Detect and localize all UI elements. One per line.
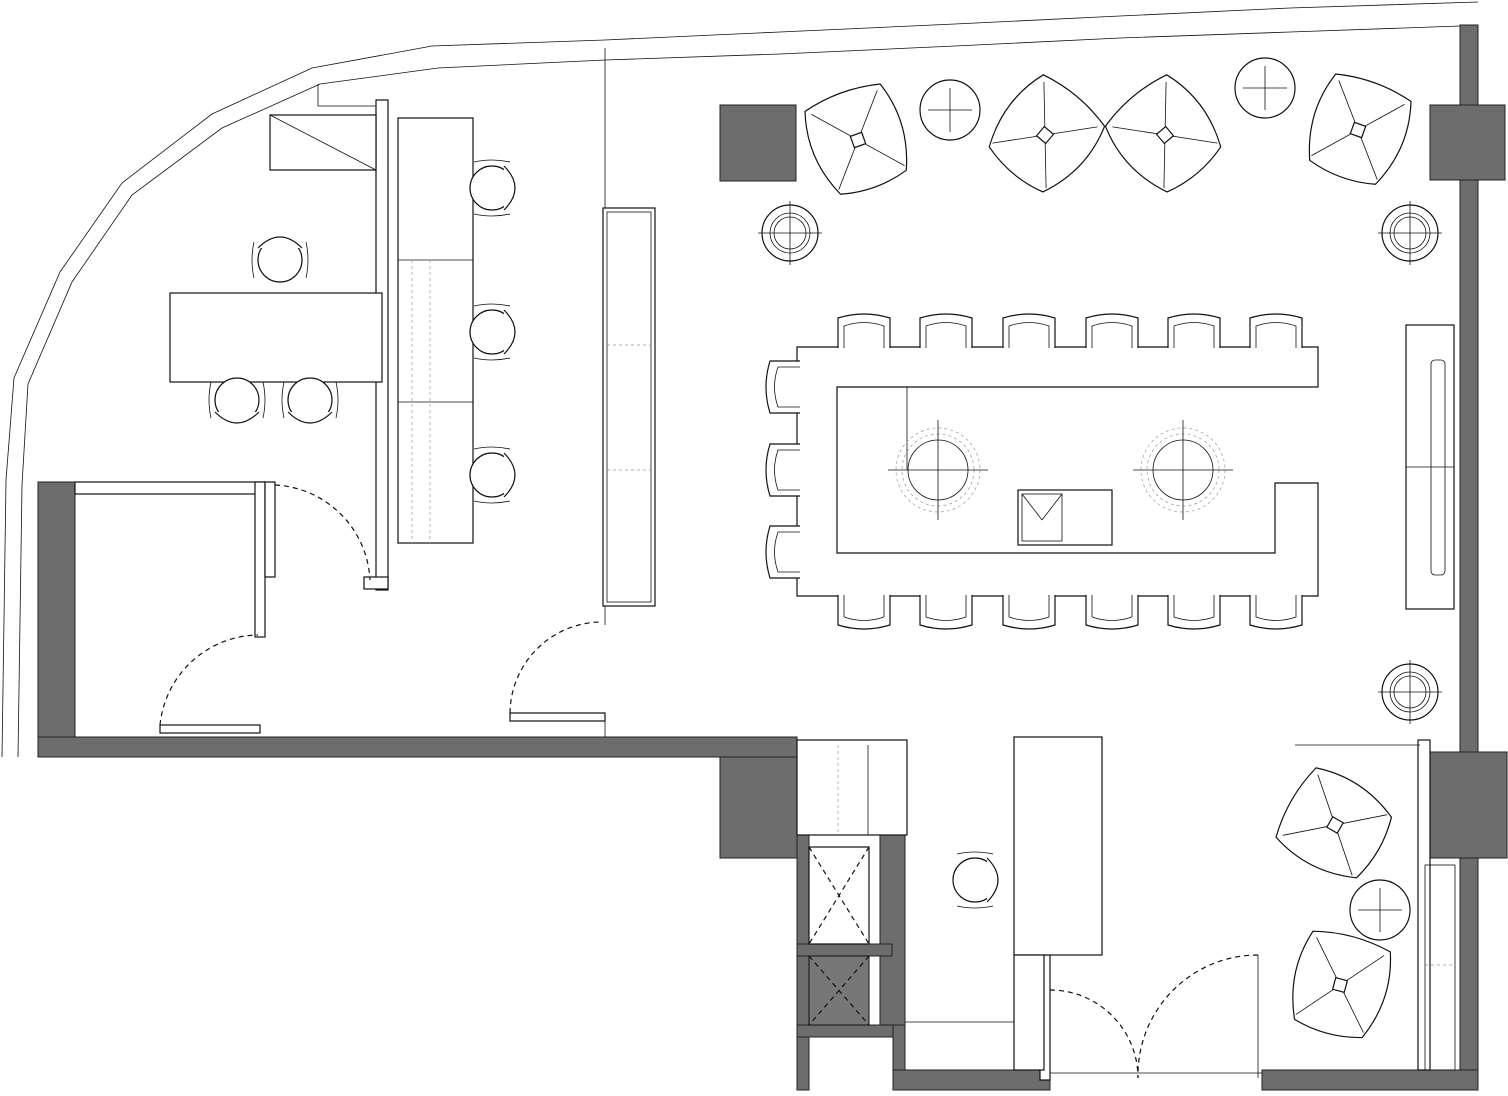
bar-stool-icon	[1249, 595, 1303, 630]
bar-stool-icon	[1167, 313, 1221, 348]
reception-desk	[1013, 736, 1103, 956]
door-swing-icon	[274, 484, 371, 581]
wall-left	[37, 481, 76, 758]
bar-stool-icon	[1085, 313, 1139, 348]
wall-south-left	[37, 736, 798, 758]
shafts	[796, 739, 908, 1026]
curtain-wall-facade	[1, 1, 1479, 758]
door-swing-icon	[509, 621, 603, 714]
wall-south-a	[892, 1069, 1051, 1091]
side-table-icon	[919, 79, 981, 141]
bar-stool-icon	[1167, 595, 1221, 630]
shaft-wall-right	[879, 834, 906, 1026]
pendant-light-icon	[888, 420, 988, 520]
reception-return	[1013, 954, 1045, 1071]
bar-stool-icon	[1085, 595, 1139, 630]
column-mid-right	[1429, 751, 1508, 859]
downlight-icon	[1378, 201, 1442, 265]
column-center	[719, 756, 798, 859]
task-chair-icon	[952, 851, 999, 909]
door-swing-icon	[1049, 989, 1139, 1079]
door-swing-icon	[1137, 954, 1259, 1079]
desk	[169, 292, 383, 383]
wall-south-b	[1261, 1069, 1479, 1091]
bar-stool-icon	[1002, 595, 1056, 630]
bar-stool-icon	[837, 313, 891, 348]
armchair-icon	[804, 83, 908, 195]
kitchen-island	[796, 346, 1319, 597]
shaft-mid	[796, 943, 893, 957]
task-chair-icon	[251, 236, 309, 283]
task-chair-icon	[208, 377, 266, 424]
bar-stool-icon	[1002, 313, 1056, 348]
armchair-icon	[1292, 930, 1392, 1039]
armchair-icon	[988, 74, 1106, 193]
walls	[37, 24, 1508, 1091]
pendant-light-icon	[1133, 420, 1233, 520]
side-table-icon	[1234, 57, 1296, 119]
bar-stool-icon	[919, 595, 973, 630]
armchair-icon	[1308, 73, 1412, 185]
shaft-wall-left	[796, 834, 810, 1091]
bar-stool-icon	[765, 360, 800, 414]
column-top-right	[1429, 104, 1506, 181]
bar-stool-icon	[1249, 313, 1303, 348]
task-chair-icon	[469, 303, 516, 361]
door-swing-icon	[159, 634, 259, 726]
task-chair-icon	[469, 446, 516, 504]
bar-stool-icon	[765, 443, 800, 497]
column-top-left	[719, 104, 797, 182]
bar-stool-icon	[765, 525, 800, 579]
side-table-icon	[1349, 879, 1411, 941]
bar-stool-icon	[837, 595, 891, 630]
armchair-icon	[1104, 74, 1222, 193]
armchair-icon	[1275, 767, 1393, 879]
bar-stool-icon	[919, 313, 973, 348]
downlight-icon	[1378, 660, 1442, 724]
downlight-icon	[758, 201, 822, 265]
furniture-static	[169, 114, 1456, 1071]
doors	[159, 484, 1259, 1079]
wall-right	[1459, 24, 1479, 1091]
task-chair-icon	[281, 377, 339, 424]
task-chair-icon	[469, 159, 516, 217]
shaft-divider	[796, 1024, 906, 1038]
sink-icon	[1017, 489, 1113, 546]
credenza	[602, 207, 656, 607]
bench-desk	[397, 117, 474, 544]
